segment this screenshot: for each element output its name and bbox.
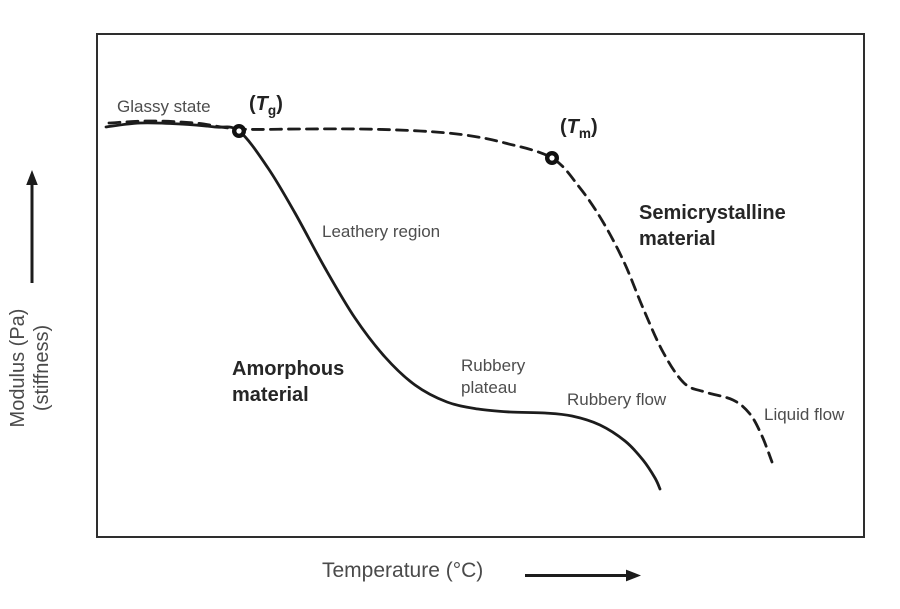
tm-marker-label: (Tm) bbox=[560, 116, 598, 145]
glass-transition-marker bbox=[231, 123, 246, 138]
y-axis-arrow bbox=[26, 170, 38, 283]
tg-paren-open: ( bbox=[249, 93, 256, 115]
y-axis-label-line1: Modulus (Pa) bbox=[7, 308, 29, 428]
liquid-flow-label: Liquid flow bbox=[764, 405, 845, 424]
y-axis-label: Modulus (Pa) (stiffness) bbox=[6, 288, 54, 448]
leathery-region-label: Leathery region bbox=[322, 222, 441, 241]
amorphous-material-label: Amorphous material bbox=[232, 356, 344, 408]
amorphous-line2: material bbox=[232, 384, 309, 406]
curve-dashed bbox=[107, 119, 774, 464]
x-axis-arrow bbox=[525, 569, 641, 582]
curve-solid bbox=[104, 121, 662, 491]
y-axis-label-line2: (stiffness) bbox=[31, 324, 53, 412]
semicrystalline-material-label: Semicrystalline material bbox=[639, 200, 786, 252]
amorphous-line1: Amorphous bbox=[232, 358, 345, 380]
tm-paren-close: ) bbox=[590, 116, 598, 138]
rubbery-plateau-label: Rubbery plateau bbox=[461, 355, 525, 399]
tm-paren-open: ( bbox=[560, 116, 567, 138]
semicrystalline-line1: Semicrystalline bbox=[639, 202, 786, 224]
tg-marker-label: (Tg) bbox=[249, 93, 283, 122]
semicrystalline-line2: material bbox=[639, 228, 716, 250]
x-axis-label: Temperature (°C) bbox=[322, 559, 484, 582]
rubbery-plateau-line2: plateau bbox=[461, 378, 517, 397]
rubbery-flow-label: Rubbery flow bbox=[567, 390, 667, 409]
tg-symbol: T bbox=[255, 93, 268, 115]
rubbery-plateau-line1: Rubbery bbox=[461, 356, 526, 375]
tm-symbol: T bbox=[566, 116, 579, 138]
tg-paren-close: ) bbox=[276, 93, 283, 115]
glassy-state-label: Glassy state bbox=[117, 97, 211, 116]
tg-subscript: g bbox=[267, 103, 277, 118]
plot-area-border bbox=[96, 33, 865, 538]
tm-subscript: m bbox=[578, 126, 591, 141]
melting-point-marker bbox=[545, 150, 560, 165]
